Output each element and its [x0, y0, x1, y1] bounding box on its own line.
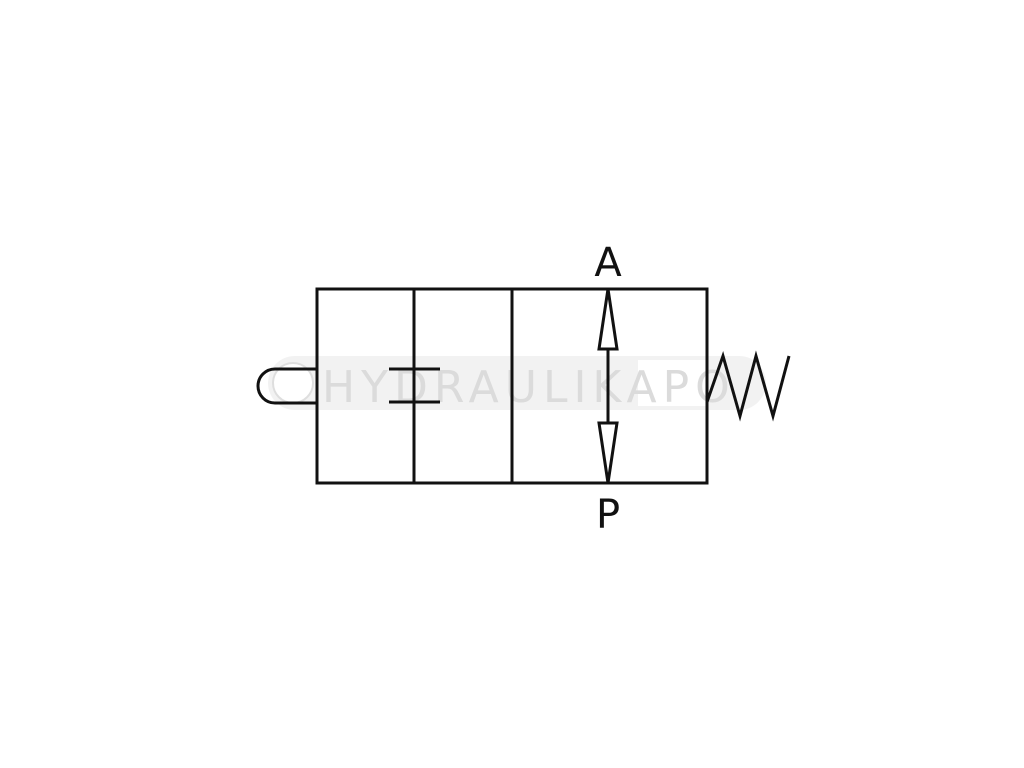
- port-label-p: P: [596, 492, 620, 538]
- port-label-a: A: [594, 240, 622, 286]
- watermark-text: HYDRAULIKAPO: [322, 362, 736, 413]
- valve-body: [315, 287, 709, 485]
- push-button-actuator-icon: [256, 367, 317, 405]
- watermark-end-box: [638, 360, 708, 406]
- left-envelope-closed-position: [389, 289, 440, 483]
- spring-return-icon: [705, 350, 791, 422]
- right-envelope-flow-path: [597, 288, 619, 484]
- flow-arrow-up-icon: [597, 288, 619, 351]
- flow-arrow-down-icon: [597, 421, 619, 484]
- watermark: HYDRAULIKAPO: [268, 356, 766, 413]
